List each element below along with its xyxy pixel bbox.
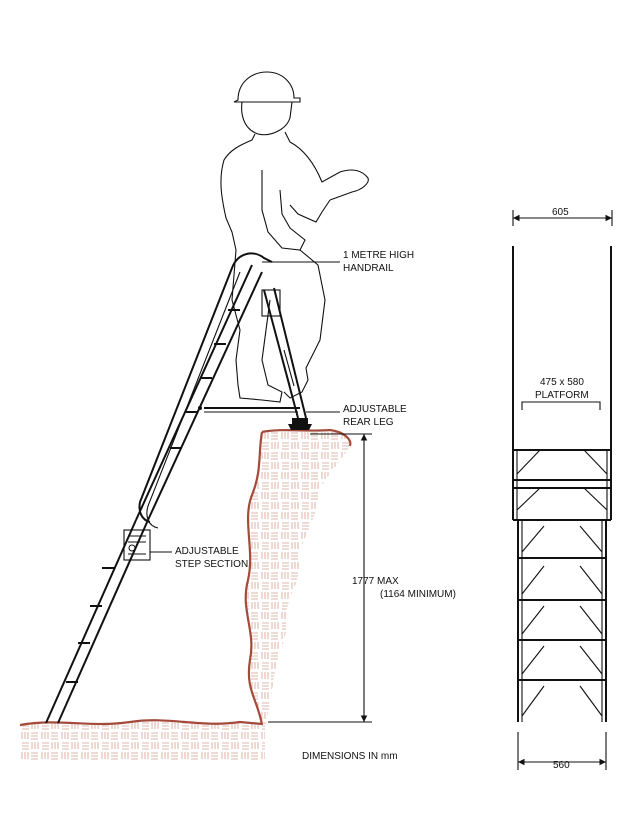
ladder-front-view: 605 475 x 580 PLATFORM 560 bbox=[512, 207, 613, 771]
platform-size-text: 475 x 580 bbox=[540, 377, 584, 388]
raised-wall bbox=[244, 428, 352, 726]
handrail-label-line1: 1 METRE HIGH bbox=[343, 250, 414, 261]
units-note: DIMENSIONS IN mm bbox=[302, 751, 398, 762]
step-section-label-line2: STEP SECTION bbox=[175, 559, 248, 570]
ground bbox=[19, 719, 265, 760]
height-max-text: 1777 MAX bbox=[352, 576, 399, 587]
hard-hat-icon bbox=[233, 71, 301, 103]
platform-label-text: PLATFORM bbox=[535, 390, 589, 401]
handrail-label-line2: HANDRAIL bbox=[343, 263, 394, 274]
worker-figure bbox=[220, 71, 369, 403]
height-dimension: 1777 MAX (1164 MINIMUM) bbox=[268, 433, 456, 723]
height-min-text: (1164 MINIMUM) bbox=[380, 589, 456, 600]
ladder-side-view bbox=[45, 252, 312, 724]
rear-leg-label-line2: REAR LEG bbox=[343, 417, 394, 428]
step-section-label-line1: ADJUSTABLE bbox=[175, 546, 239, 557]
ladder-rungs bbox=[66, 309, 240, 683]
callouts: 1 METRE HIGH HANDRAIL ADJUSTABLE REAR LE… bbox=[150, 250, 414, 570]
rear-leg-label-line1: ADJUSTABLE bbox=[343, 404, 407, 415]
bottom-width-text: 560 bbox=[553, 760, 570, 771]
adjustable-step-bracket bbox=[123, 529, 151, 561]
top-width-text: 605 bbox=[552, 207, 569, 218]
adjustable-rear-leg bbox=[261, 287, 312, 430]
